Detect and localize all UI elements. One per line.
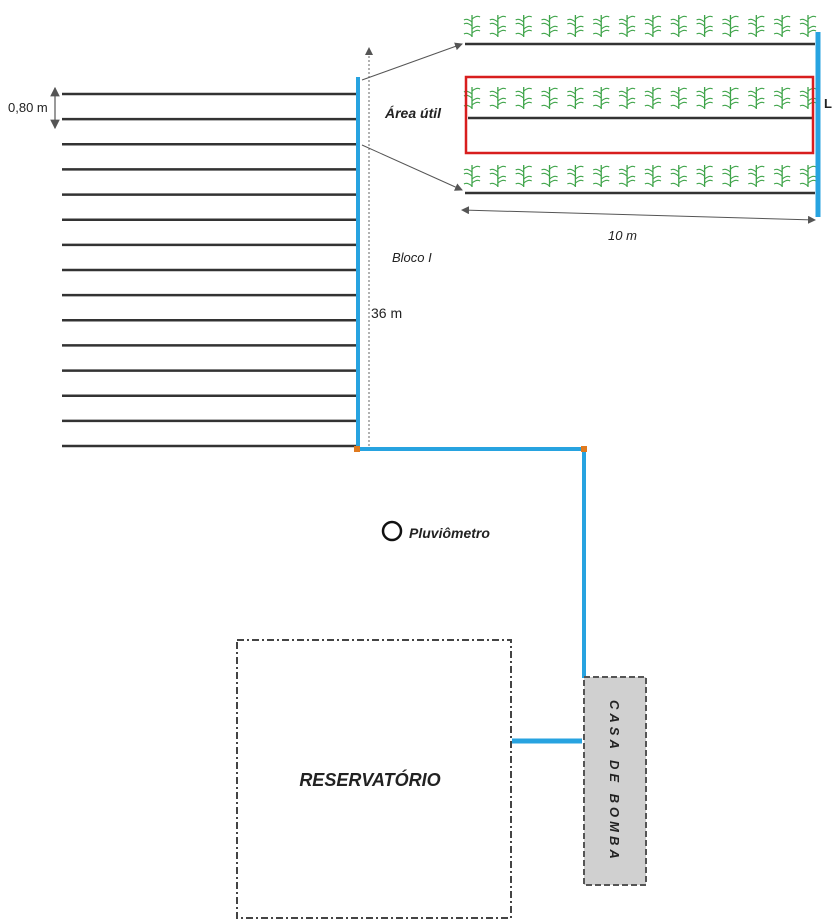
rain-gauge-label: Pluviômetro (409, 525, 490, 541)
block-length-dimension: 36 m (365, 47, 402, 446)
plant-icon (489, 165, 507, 187)
plant-icon (618, 15, 636, 37)
plant-icon (747, 87, 765, 109)
plant-icon (541, 15, 558, 37)
plant-icon (644, 165, 662, 187)
useful-area-label: Área útil (384, 105, 442, 121)
connector-right (581, 446, 587, 452)
feed-pipe (354, 446, 587, 744)
plant-icon (696, 87, 713, 109)
row-spacing-label: 0,80 m (8, 100, 48, 115)
plant-icon (722, 15, 739, 37)
plant-icon (644, 15, 662, 37)
plant-icon (489, 87, 507, 109)
plant-icon (696, 15, 713, 37)
plant-icon (463, 165, 481, 187)
plant-icon (592, 87, 610, 109)
plant-icon (644, 87, 662, 109)
plant-icon (618, 87, 636, 109)
plant-icon (670, 165, 688, 187)
plot-detail: L 10 m (461, 15, 832, 243)
useful-area-box (464, 75, 815, 155)
plant-icon (541, 87, 558, 109)
plant-icon (722, 87, 739, 109)
plant-icon (747, 15, 765, 37)
l-label: L (824, 96, 832, 111)
plant-icon (463, 15, 481, 37)
plot-length-dimension (461, 206, 816, 224)
crop-rows (62, 92, 356, 448)
plot-length-label: 10 m (608, 228, 637, 243)
plant-icon (618, 165, 636, 187)
reservoir-label: RESERVATÓRIO (299, 769, 440, 790)
plant-icon (567, 15, 584, 37)
detail-plants (463, 15, 817, 187)
plant-icon (541, 165, 558, 187)
reservoir-box (236, 639, 512, 919)
plant-icon (463, 87, 481, 109)
plant-icon (747, 165, 765, 187)
plant-icon (773, 15, 791, 37)
plant-icon (592, 15, 610, 37)
circle-icon (381, 520, 403, 542)
pump-house: CASA DE BOMBA (583, 676, 647, 886)
plant-icon (696, 165, 713, 187)
plant-icon (799, 165, 817, 187)
plant-icon (773, 165, 791, 187)
plant-icon (670, 87, 688, 109)
pump-house-box (583, 676, 647, 886)
detail-zoom-lines (361, 42, 463, 191)
plant-icon (799, 87, 817, 109)
plant-icon (515, 165, 533, 187)
plant-icon (773, 87, 791, 109)
connector-left (354, 446, 360, 452)
plant-icon (722, 165, 739, 187)
row-spacing-dimension: 0,80 m (8, 86, 60, 130)
reservoir: RESERVATÓRIO (236, 639, 512, 919)
plant-icon (567, 87, 584, 109)
block-length-label: 36 m (371, 305, 402, 321)
pump-house-label: CASA DE BOMBA (607, 700, 622, 863)
plant-icon (489, 15, 507, 37)
plant-icon (567, 165, 584, 187)
plant-icon (670, 15, 688, 37)
rain-gauge: Pluviômetro (381, 520, 490, 542)
plant-icon (515, 15, 533, 37)
plant-icon (515, 87, 533, 109)
block-label: Bloco I (392, 250, 432, 265)
plant-icon (592, 165, 610, 187)
plant-icon (799, 15, 817, 37)
